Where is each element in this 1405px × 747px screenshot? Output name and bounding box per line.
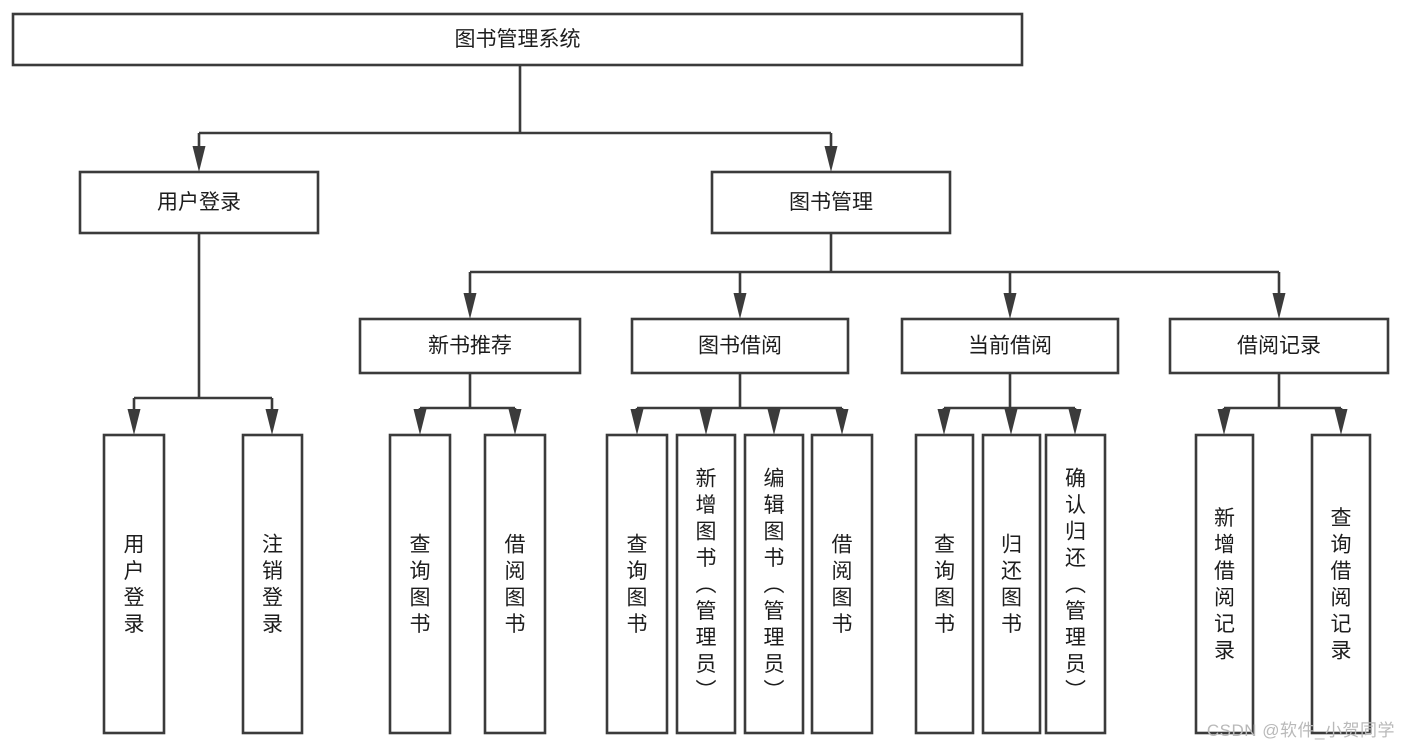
node-label: 图书借阅 (698, 335, 782, 358)
node-layer: 图书管理系统用户登录图书管理新书推荐图书借阅当前借阅借阅记录用户登录注销登录查询… (11, 12, 1390, 735)
leaf-node-e7a1aee8aea4e5bd92e8bf98efbc88e7aea1e79086e59198efbc89[interactable]: 确认归还︵管理员︶ (1044, 433, 1107, 735)
node-box[interactable] (388, 433, 452, 735)
node-label: 用户登录 (157, 191, 241, 214)
node-label: 查询借阅记录 (1331, 507, 1352, 663)
node-box[interactable] (78, 170, 320, 235)
arrow-head-icon (824, 146, 838, 172)
connector-root-to-level2 (192, 65, 838, 172)
node-label: 当前借阅 (968, 335, 1052, 358)
node-label: 借阅图书 (832, 534, 853, 637)
node-box[interactable] (483, 433, 547, 735)
arrow-head-icon (413, 409, 427, 435)
node-box[interactable] (743, 433, 805, 735)
node-label: 新增图书︵管理员︶ (696, 467, 717, 702)
arrow-head-icon (767, 409, 781, 435)
leaf-node-e5bd92e8bf98e59bbee4b9a6[interactable]: 归还图书 (981, 433, 1042, 735)
connector-current-borrow-to-leaves (937, 373, 1082, 435)
node-box[interactable] (11, 12, 1024, 67)
branch-node-e696b0e4b9a6e68ea8e88d90[interactable]: 新书推荐 (358, 317, 582, 375)
arrow-head-icon (265, 409, 279, 435)
node-box[interactable] (1044, 433, 1107, 735)
leaf-node-e6b3a8e99480e799bbe5bd95[interactable]: 注销登录 (241, 433, 304, 735)
leaf-node-e5809fe99885e59bbee4b9a6[interactable]: 借阅图书 (483, 433, 547, 735)
node-box[interactable] (900, 317, 1120, 375)
root-node-e59bbee4b9a6e7aea1e79086e7b3bbe7bb9f[interactable]: 图书管理系统 (11, 12, 1024, 67)
leaf-node-e7bc96e8be91e59bbee4b9a6efbc88e7aea1e79086e59198efbc89[interactable]: 编辑图书︵管理员︶ (743, 433, 805, 735)
arrow-head-icon (192, 146, 206, 172)
arrow-head-icon (508, 409, 522, 435)
node-label: 借阅图书 (505, 534, 526, 637)
arrow-head-icon (1004, 409, 1018, 435)
node-box[interactable] (358, 317, 582, 375)
node-label: 归还图书 (1001, 534, 1022, 637)
branch-node-e5bd93e5898de5809fe99885[interactable]: 当前借阅 (900, 317, 1120, 375)
leaf-node-e69fa5e8afa2e59bbee4b9a6[interactable]: 查询图书 (914, 433, 975, 735)
leaf-node-e69fa5e8afa2e59bbee4b9a6[interactable]: 查询图书 (605, 433, 669, 735)
arrow-head-icon (127, 409, 141, 435)
arrow-head-icon (1272, 293, 1286, 319)
leaf-node-e69fa5e8afa2e5809fe99885e8aeb0e5bd95[interactable]: 查询借阅记录 (1310, 433, 1372, 735)
leaf-node-e794a8e688b7e799bbe5bd95[interactable]: 用户登录 (102, 433, 166, 735)
node-label: 借阅记录 (1237, 335, 1321, 358)
connector-new-book-to-leaves (413, 373, 522, 435)
node-label: 编辑图书︵管理员︶ (764, 467, 785, 702)
branch-node-e59bbee4b9a6e5809fe99885[interactable]: 图书借阅 (630, 317, 850, 375)
node-box[interactable] (675, 433, 737, 735)
arrow-head-icon (630, 409, 644, 435)
branch-node-e794a8e688b7e799bbe5bd95[interactable]: 用户登录 (78, 170, 320, 235)
leaf-node-e5809fe99885e59bbee4b9a6[interactable]: 借阅图书 (810, 433, 874, 735)
arrow-head-icon (1334, 409, 1348, 435)
node-box[interactable] (605, 433, 669, 735)
node-box[interactable] (981, 433, 1042, 735)
leaf-node-e696b0e5a29ee59bbee4b9a6efbc88e7aea1e79086e59198efbc89[interactable]: 新增图书︵管理员︶ (675, 433, 737, 735)
node-label: 查询图书 (934, 534, 955, 637)
node-box[interactable] (241, 433, 304, 735)
connector-book-manage-to-level3 (463, 233, 1286, 319)
leaf-node-e696b0e5a29ee5809fe99885e8aeb0e5bd95[interactable]: 新增借阅记录 (1194, 433, 1255, 735)
node-label: 新书推荐 (428, 335, 512, 358)
node-box[interactable] (102, 433, 166, 735)
branch-node-e5809fe99885e8aeb0e5bd95[interactable]: 借阅记录 (1168, 317, 1390, 375)
node-label: 注销登录 (262, 534, 283, 637)
arrow-head-icon (937, 409, 951, 435)
node-box[interactable] (914, 433, 975, 735)
arrow-head-icon (733, 293, 747, 319)
node-box[interactable] (1168, 317, 1390, 375)
branch-node-e59bbee4b9a6e7aea1e79086[interactable]: 图书管理 (710, 170, 952, 235)
node-label: 图书管理系统 (455, 28, 581, 51)
arrow-head-icon (1003, 293, 1017, 319)
csdn-watermark: CSDN @软件_小贺同学 (1206, 721, 1395, 740)
node-label: 用户登录 (124, 534, 145, 637)
node-box[interactable] (710, 170, 952, 235)
node-box[interactable] (1194, 433, 1255, 735)
node-label: 新增借阅记录 (1214, 507, 1235, 663)
arrow-head-icon (1217, 409, 1231, 435)
arrow-head-icon (699, 409, 713, 435)
arrow-head-icon (835, 409, 849, 435)
connector-borrow-to-leaves (630, 373, 849, 435)
node-label: 查询图书 (410, 534, 431, 637)
arrow-head-icon (463, 293, 477, 319)
connector-user-login-to-leaves (127, 233, 279, 435)
arrow-head-icon (1068, 409, 1082, 435)
node-label: 查询图书 (627, 534, 648, 637)
leaf-node-e69fa5e8afa2e59bbee4b9a6[interactable]: 查询图书 (388, 433, 452, 735)
node-label: 确认归还︵管理员︶ (1065, 467, 1086, 702)
connector-layer (127, 65, 1348, 435)
node-box[interactable] (810, 433, 874, 735)
node-label: 图书管理 (789, 191, 873, 214)
connector-records-to-leaves (1217, 373, 1348, 435)
node-box[interactable] (630, 317, 850, 375)
node-box[interactable] (1310, 433, 1372, 735)
